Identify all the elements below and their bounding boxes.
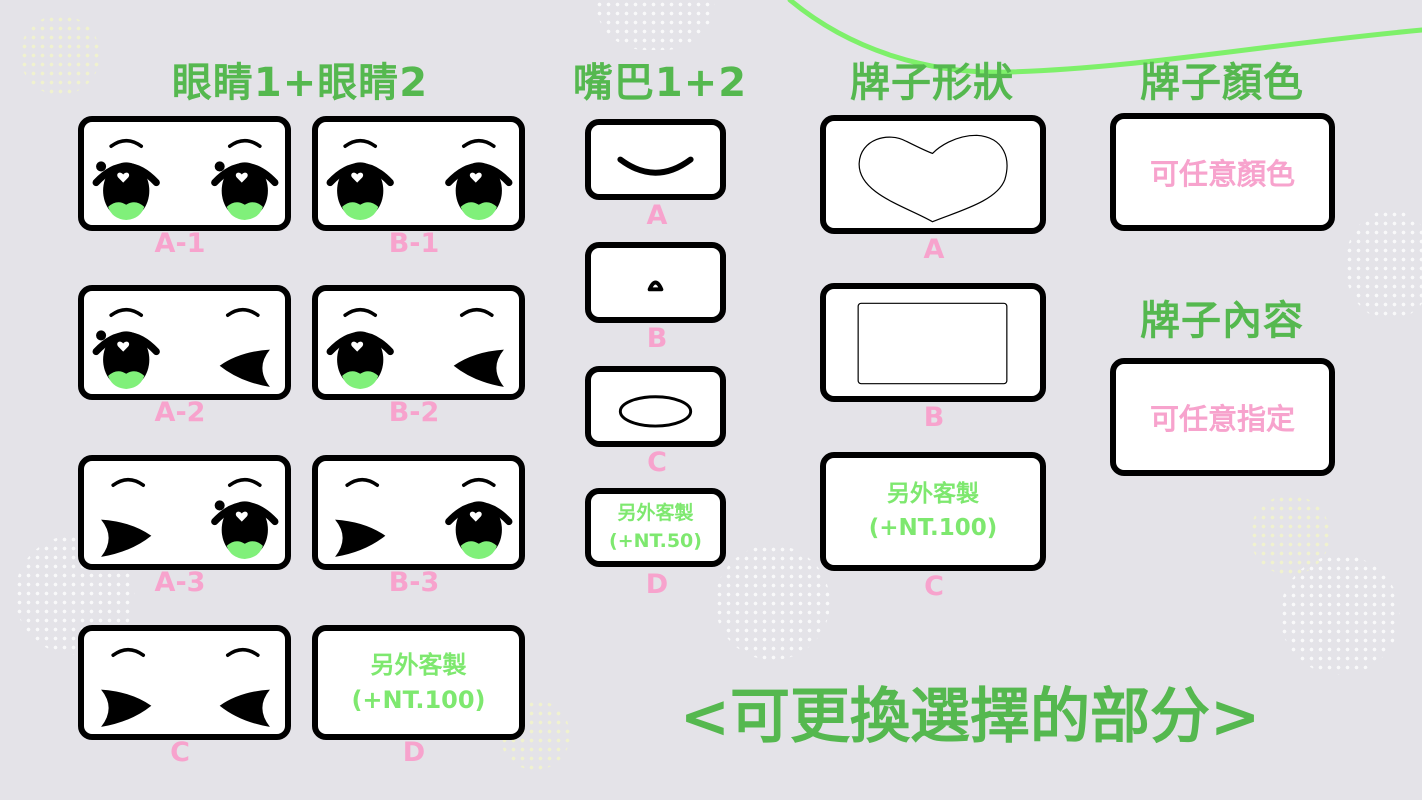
mouth-option-D[interactable]: 另外客製 (+NT.50) <box>585 488 726 567</box>
eye-option-C[interactable] <box>78 625 291 740</box>
plate-shape-option-B[interactable] <box>820 283 1046 402</box>
custom-line: 另外客製 <box>617 501 694 524</box>
eye-pair-icon <box>92 307 270 389</box>
mouth-oval-icon <box>618 395 693 428</box>
decorative-dots <box>1345 210 1422 320</box>
eye-option-A-2[interactable] <box>78 285 291 400</box>
option-label: B-3 <box>388 567 440 598</box>
custom-line: (+NT.100) <box>351 685 486 714</box>
eye-pair-icon <box>101 647 270 727</box>
eye-pair-icon <box>101 477 279 559</box>
mouth-small-triangle-icon <box>647 280 664 292</box>
option-label: A <box>923 234 945 265</box>
mouth-option-A[interactable] <box>585 119 726 200</box>
custom-option-text: 另外客製 (+NT.100) <box>318 631 519 734</box>
plate-color-panel: 可任意顏色 <box>1110 113 1335 231</box>
option-label: C <box>170 737 190 768</box>
plate-shape-option-C[interactable]: 另外客製 (+NT.100) <box>820 452 1046 571</box>
option-label: C <box>647 447 667 478</box>
custom-line: 另外客製 <box>370 650 467 679</box>
option-label: A-2 <box>154 397 206 428</box>
option-label: D <box>402 737 426 768</box>
option-label: A-1 <box>154 228 206 259</box>
plate-rectangle-icon <box>857 302 1008 385</box>
plate-shape-title: 牌子形狀 <box>850 60 1014 106</box>
option-label: B-1 <box>388 228 440 259</box>
plate-heart-icon <box>858 134 1008 223</box>
eye-pair-icon <box>92 138 279 220</box>
mouth-smile-icon <box>617 156 694 176</box>
eye-option-A-1[interactable] <box>78 116 291 231</box>
option-label: B-2 <box>388 397 440 428</box>
mouth-option-B[interactable] <box>585 242 726 323</box>
eye-option-A-3[interactable] <box>78 455 291 570</box>
plate-color-text: 可任意顏色 <box>1149 157 1295 191</box>
plate-color-title: 牌子顏色 <box>1140 60 1304 106</box>
option-label: D <box>645 569 669 600</box>
custom-line: (+NT.50) <box>609 529 702 552</box>
custom-option-text: 另外客製 (+NT.50) <box>591 494 720 561</box>
plate-shape-option-A[interactable] <box>820 115 1046 234</box>
eye-option-B-3[interactable] <box>312 455 525 570</box>
plate-content-panel: 可任意指定 <box>1110 358 1335 476</box>
eye-pair-icon <box>326 138 513 220</box>
eye-option-B-1[interactable] <box>312 116 525 231</box>
option-label: C <box>924 571 944 602</box>
decorative-dots <box>715 545 830 660</box>
mouth-title: 嘴巴1+2 <box>572 60 748 106</box>
plate-content-text: 可任意指定 <box>1149 402 1295 436</box>
custom-line: 另外客製 <box>887 481 979 508</box>
eye-option-B-2[interactable] <box>312 285 525 400</box>
custom-line: (+NT.100) <box>868 514 998 541</box>
eye-option-D[interactable]: 另外客製 (+NT.100) <box>312 625 525 740</box>
footer-heading: <可更換選擇的部分> <box>679 682 1261 752</box>
decorative-dots <box>1280 555 1400 675</box>
eyes-title: 眼睛1+眼睛2 <box>171 60 429 106</box>
decorative-dots <box>20 15 100 95</box>
option-label: B <box>923 402 945 433</box>
custom-option-text: 另外客製 (+NT.100) <box>826 458 1040 565</box>
eye-pair-icon <box>326 307 504 389</box>
eye-pair-icon <box>335 477 513 559</box>
mouth-option-C[interactable] <box>585 366 726 447</box>
option-label: A <box>646 200 668 231</box>
plate-content-title: 牌子內容 <box>1140 298 1304 344</box>
option-label: A-3 <box>154 567 206 598</box>
option-label: B <box>646 323 668 354</box>
